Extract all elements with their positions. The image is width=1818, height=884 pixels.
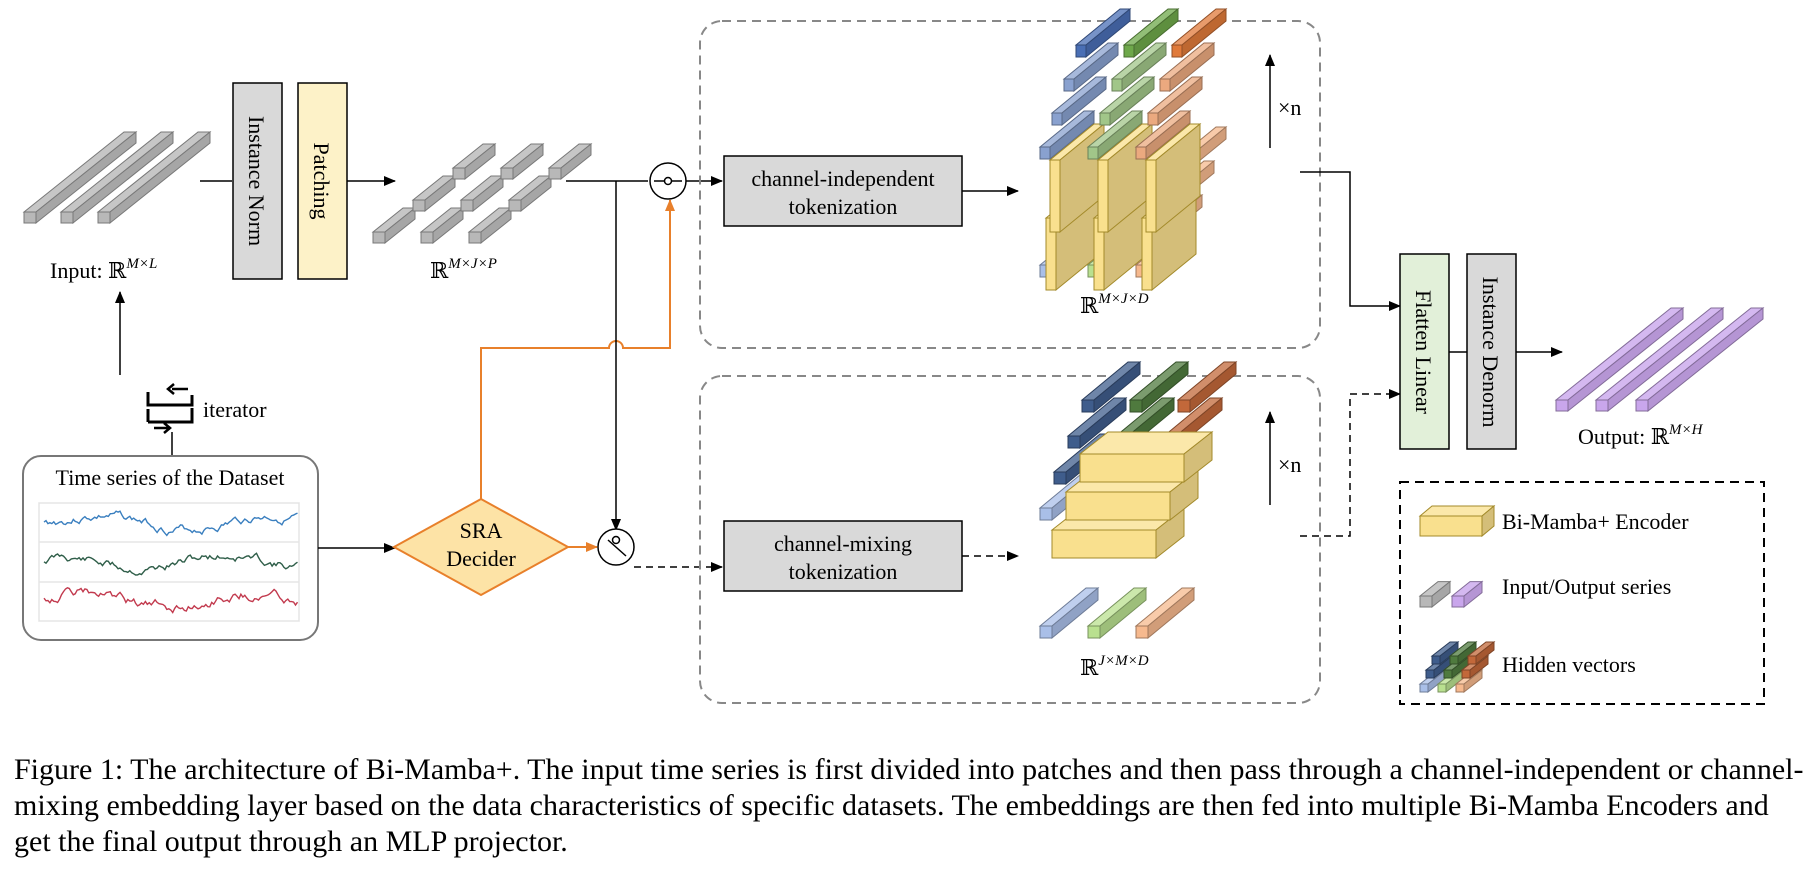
cm-tokenization-label-2: tokenization (789, 559, 898, 584)
dataset-series-green (43, 552, 298, 576)
cm-vector-r3-c1 (1066, 396, 1128, 450)
ci-top-vector-c3-2 (1146, 75, 1204, 127)
ci-hidden-vectors (1038, 7, 1228, 292)
decider-to-top-switch-path (480, 199, 675, 499)
patch-r3-c2 (507, 174, 553, 213)
legend-gray-bar (1418, 580, 1452, 609)
cm-tokenization-label-1: channel-mixing (774, 531, 912, 556)
input-label: Input: ℝM×L (50, 256, 157, 283)
flatten-linear-box (1399, 253, 1450, 450)
ci-top-vector-c3-4 (1170, 7, 1228, 59)
legend-hidden-vector-r3-c2 (1448, 640, 1478, 666)
dataset-series-blue (43, 510, 298, 537)
dataset-series-chart (38, 502, 300, 622)
ci-shape-label: ℝM×J×D (1080, 291, 1149, 318)
output-bar-1 (1554, 306, 1685, 413)
patch-r1-c3 (451, 142, 497, 181)
output-bar-3 (1634, 306, 1765, 413)
patch-r1-c1 (371, 206, 417, 245)
patch-shape-label: ℝM×J×P (430, 256, 497, 283)
legend-hidden-vector-r3-c1 (1430, 640, 1460, 666)
repeat-label-top: ×n (1278, 95, 1301, 120)
instance-denorm-box (1466, 253, 1517, 450)
instance-norm-label: Instance Norm (244, 116, 269, 246)
output-label: Output: ℝM×H (1578, 422, 1704, 449)
cm-encoder-layer-3 (1078, 430, 1214, 484)
input-bar-3 (96, 130, 212, 225)
cm-shape-label: ℝJ×M×D (1080, 653, 1149, 680)
ci-encoder-layer-upper-c3 (1144, 122, 1202, 234)
legend-encoder-bar (1418, 504, 1496, 538)
ci-top-vector-c1-1 (1038, 109, 1096, 161)
cm-vector-r4-c2 (1128, 360, 1190, 414)
sra-decider-label-1: SRA (460, 518, 503, 543)
patched-series-bars (371, 142, 593, 245)
legend-hidden-vectors-label: Hidden vectors (1502, 652, 1636, 677)
cm-tokenization-box (723, 520, 963, 592)
ci-top-vector-c3-3 (1158, 41, 1216, 93)
legend-encoder-label: Bi-Mamba+ Encoder (1502, 509, 1689, 534)
cm-front-vector-c1 (1038, 586, 1100, 640)
patching-label: Patching (309, 143, 334, 220)
legend-io-series-label: Input/Output series (1502, 574, 1671, 599)
dataset-title: Time series of the Dataset (56, 465, 285, 490)
cm-vector-r4-c3 (1176, 360, 1238, 414)
ci-top-vector-c3-1 (1134, 109, 1192, 161)
ci-tokenization-label-2: tokenization (789, 194, 898, 219)
cm-front-vector-c2 (1086, 586, 1148, 640)
ci-top-vector-c2-2 (1098, 75, 1156, 127)
patch-r2-c1 (419, 206, 465, 245)
bottom-switch (597, 528, 635, 566)
sra-decider-diamond (391, 497, 571, 597)
cm-front-vector-c3 (1134, 586, 1196, 640)
legend-hidden-vectors-icon (1418, 640, 1496, 694)
repeat-label-bottom: ×n (1278, 452, 1301, 477)
cm-vector-r4-c1 (1080, 360, 1142, 414)
sra-decider-label-2: Decider (446, 546, 516, 571)
ci-to-flatten-path (1300, 171, 1401, 311)
ci-top-vector-c2-4 (1122, 7, 1180, 59)
patch-r2-c2 (459, 174, 505, 213)
patch-r3-c3 (547, 142, 593, 181)
architecture-diagram: Input: ℝM×L Instance Norm Patching ℝM×J×… (22, 7, 1765, 705)
patching-box (297, 82, 348, 280)
ci-top-vector-c1-3 (1062, 41, 1120, 93)
legend-box (1399, 481, 1765, 705)
channel-independent-panel (699, 20, 1321, 349)
flatten-linear-label: Flatten Linear (1411, 290, 1436, 415)
instance-denorm-label: Instance Denorm (1478, 277, 1503, 428)
cm-to-flatten-path (1300, 389, 1401, 537)
iterator-label: iterator (203, 397, 267, 422)
top-switch (649, 162, 687, 200)
output-series-bars (1554, 306, 1765, 413)
output-bar-2 (1594, 306, 1725, 413)
ci-tokenization-label-1: channel-independent (751, 166, 934, 191)
ci-top-vector-c2-1 (1086, 109, 1144, 161)
figure-caption: Figure 1: The architecture of Bi-Mamba+.… (14, 753, 1804, 858)
input-bar-1 (22, 130, 138, 225)
iterator-icon (146, 383, 194, 434)
ci-top-vector-c2-3 (1110, 41, 1168, 93)
channel-mixing-panel (699, 375, 1321, 704)
patch-r1-c2 (411, 174, 457, 213)
cm-hidden-vectors (1038, 360, 1238, 640)
patch-r2-c3 (499, 142, 545, 181)
patch-r3-c1 (467, 206, 513, 245)
input-series-bars (22, 130, 212, 225)
legend-encoder-icon (1418, 504, 1496, 538)
input-bar-2 (59, 130, 175, 225)
dataset-series-red (43, 587, 299, 614)
ci-top-vector-c1-4 (1074, 7, 1132, 59)
instance-norm-box (232, 82, 283, 280)
ci-top-vector-c1-2 (1050, 75, 1108, 127)
legend-purple-bar (1450, 580, 1484, 609)
legend-io-series-icon (1418, 580, 1484, 609)
legend-hidden-vector-r3-c3 (1466, 640, 1496, 666)
